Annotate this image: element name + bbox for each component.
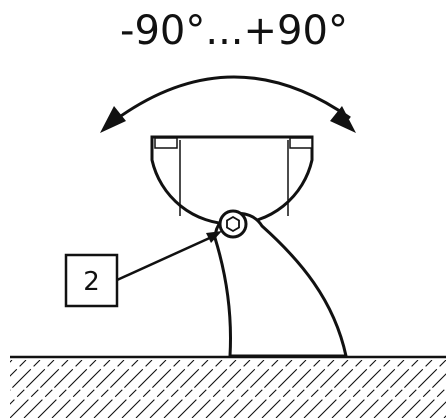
hatch-line bbox=[135, 360, 195, 418]
hatch-line bbox=[401, 373, 446, 418]
hatch-line bbox=[121, 360, 181, 418]
rotation-range-label: -90°...+90° bbox=[120, 8, 348, 54]
hatch-line bbox=[317, 360, 377, 418]
hatch-line bbox=[331, 360, 391, 418]
hatch-line bbox=[65, 360, 125, 418]
hex-screw-icon bbox=[218, 209, 248, 239]
ground-hatch-icon bbox=[10, 360, 446, 418]
hatch-line bbox=[303, 360, 363, 418]
hatch-line bbox=[149, 360, 209, 418]
hatch-line bbox=[219, 360, 279, 418]
callout-box bbox=[64, 253, 119, 308]
hatch-line bbox=[79, 360, 139, 418]
hatch-line bbox=[233, 360, 293, 418]
hatch-line bbox=[205, 360, 265, 418]
hatch-line bbox=[107, 360, 167, 418]
hatch-line bbox=[93, 360, 153, 418]
hatch-line bbox=[387, 360, 446, 418]
hatch-line bbox=[275, 360, 335, 418]
hatch-line bbox=[10, 360, 27, 377]
hatch-line bbox=[261, 360, 321, 418]
hatch-line bbox=[429, 401, 446, 418]
hatch-line bbox=[177, 360, 237, 418]
hatch-line bbox=[163, 360, 223, 418]
hatch-line bbox=[10, 360, 69, 418]
hatch-line bbox=[23, 360, 83, 418]
rotation-arrow-icon bbox=[100, 75, 356, 133]
hatch-line bbox=[191, 360, 251, 418]
hatch-line bbox=[10, 360, 55, 405]
hatch-line bbox=[345, 360, 405, 418]
hatch-line bbox=[289, 360, 349, 418]
hatch-line bbox=[51, 360, 111, 418]
callout-2: 2 bbox=[64, 231, 222, 308]
hatch-line bbox=[359, 360, 419, 418]
hatch-line bbox=[415, 387, 446, 418]
hatch-line bbox=[373, 360, 433, 418]
hatch-line bbox=[10, 360, 41, 391]
hatch-line bbox=[10, 360, 13, 363]
callout-number: 2 bbox=[83, 267, 100, 297]
hatch-line bbox=[37, 360, 97, 418]
hatch-line bbox=[247, 360, 307, 418]
